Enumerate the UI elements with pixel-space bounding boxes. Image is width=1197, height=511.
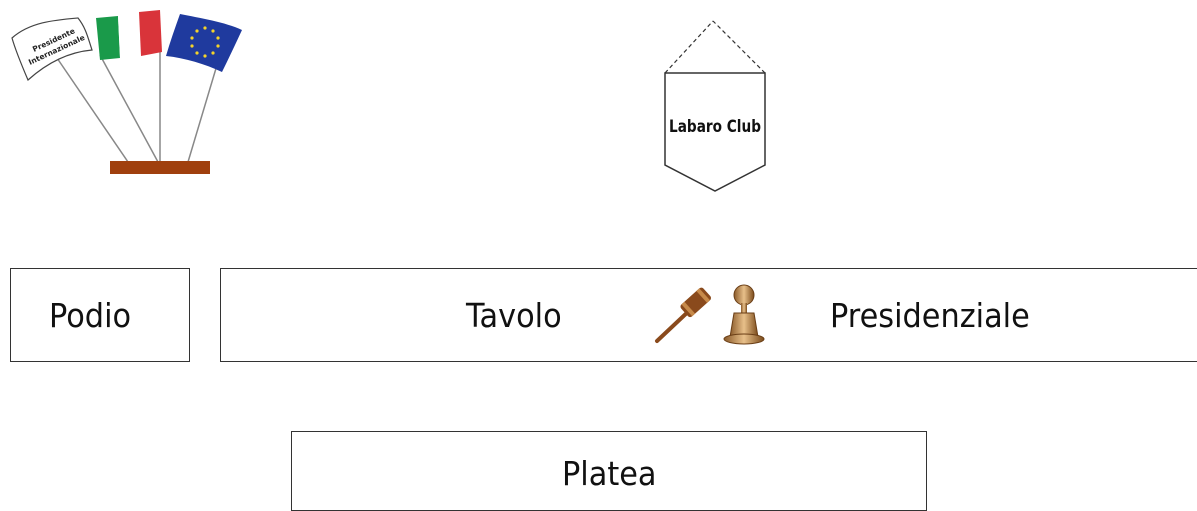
gavel-icon — [655, 287, 712, 343]
bell-icon — [723, 284, 765, 345]
flags-group: Presidente Internazionale — [11, 10, 242, 174]
italy-flag — [96, 10, 162, 60]
presidenziale-label: Presidenziale — [830, 296, 1030, 335]
platea-label: Platea — [562, 454, 657, 493]
flag-stand — [110, 161, 210, 174]
podio-label: Podio — [49, 296, 132, 335]
podio-box: Podio — [10, 268, 190, 362]
platea-box: Platea — [291, 431, 927, 511]
tavolo-box: Tavolo Presidenziale — [220, 268, 1197, 362]
eu-flag — [166, 14, 242, 72]
tavolo-label: Tavolo — [466, 296, 562, 335]
club-banner: Labaro Club — [664, 20, 766, 192]
banner-label: Labaro Club — [669, 117, 761, 137]
president-flag: Presidente Internazionale — [11, 17, 93, 82]
